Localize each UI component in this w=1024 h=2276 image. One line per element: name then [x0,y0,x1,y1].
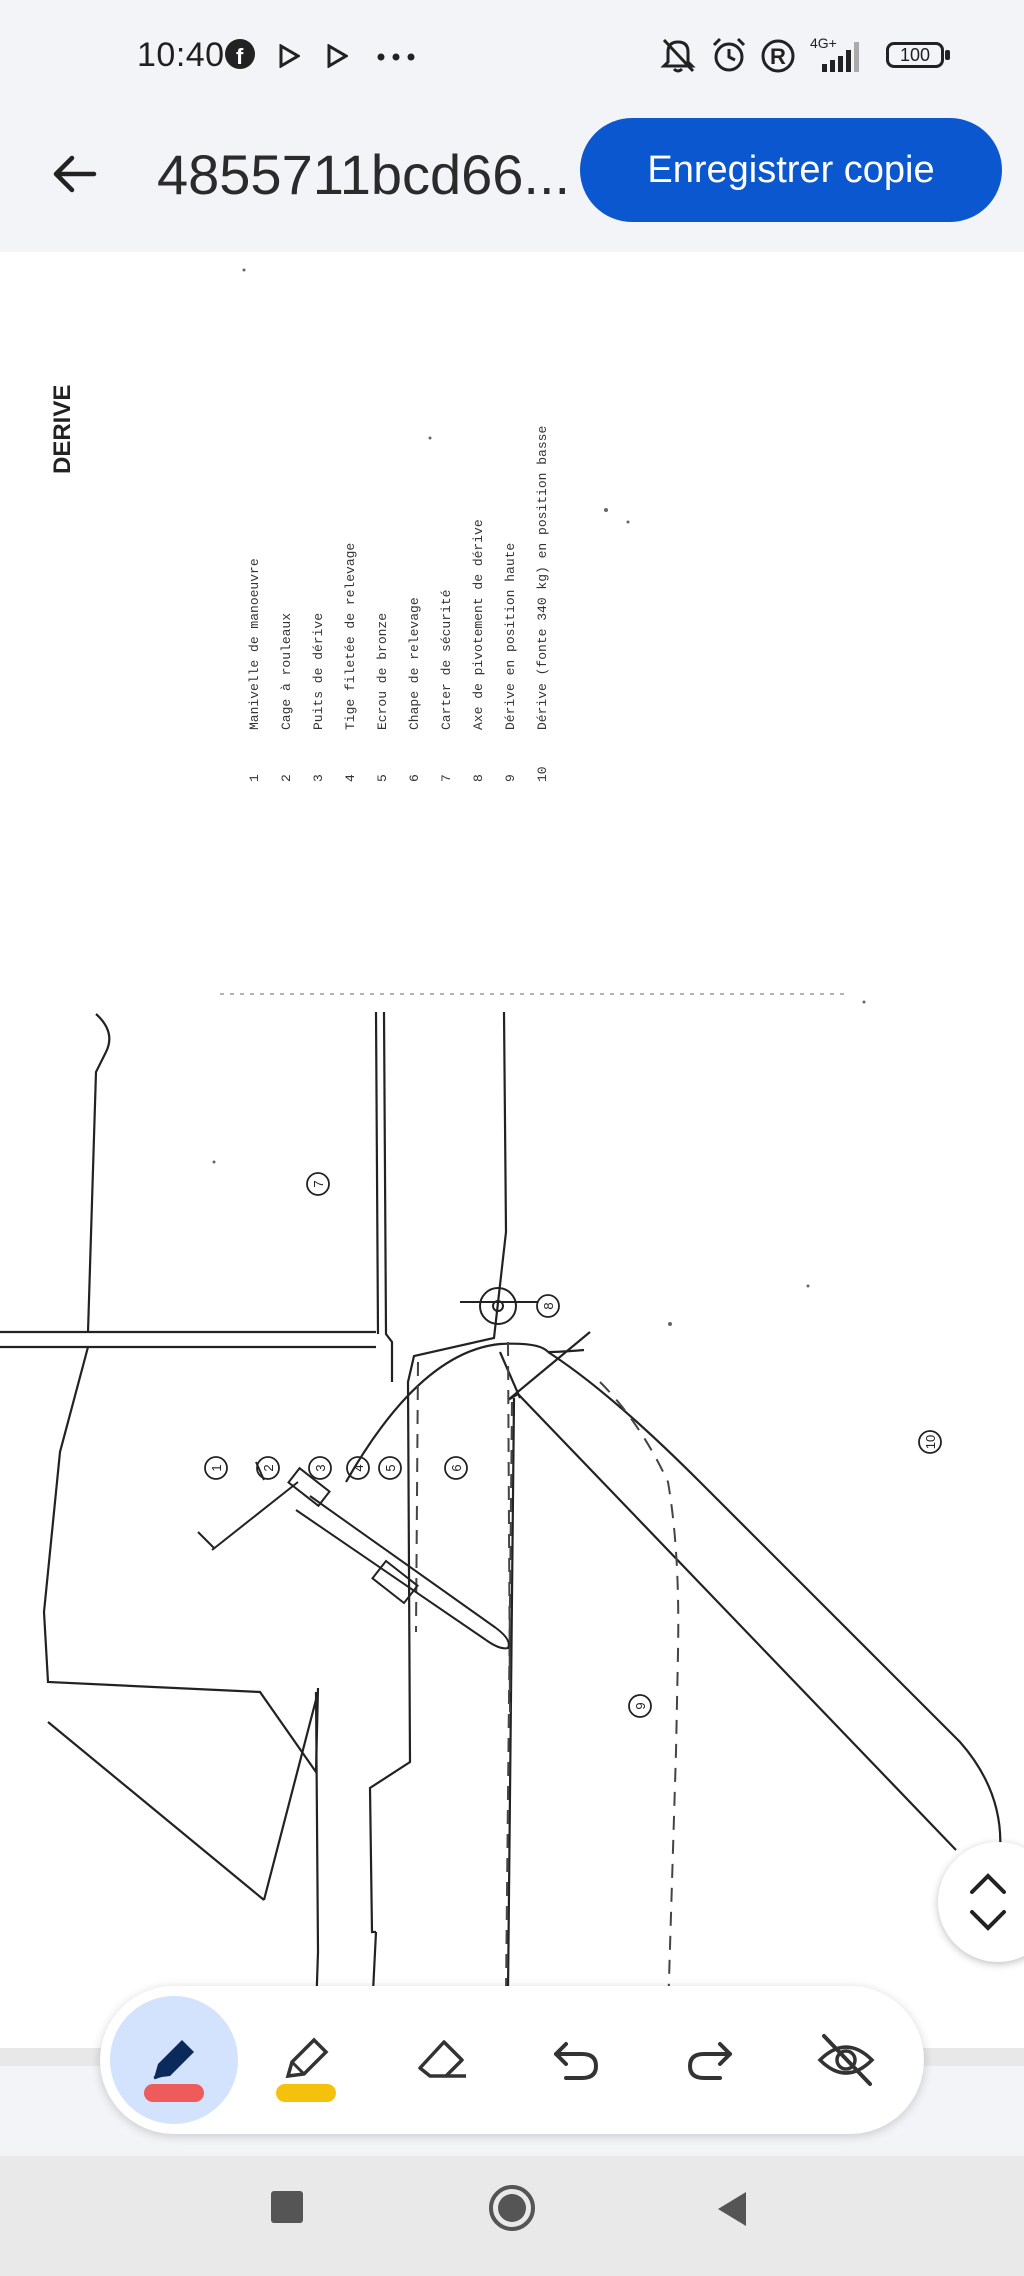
callout-number: 7 [311,1180,326,1187]
highlighter-color-swatch [276,2084,336,2102]
legend-number: 3 [311,774,326,782]
play-icon [327,44,348,68]
pen-tool-button[interactable] [110,1996,238,2124]
callout-circle [628,1694,652,1718]
dashed-lines [415,1341,680,2013]
callout-circle [346,1456,370,1480]
callout-number: 4 [351,1464,366,1471]
app-bar: 4855711bcd66... Enregistrer copie [0,112,1024,252]
callout-circle [918,1430,942,1454]
legend-label: Tige filetée de relevage [343,543,358,730]
legend-number: 1 [247,774,262,782]
callout-circle [308,1456,332,1480]
drawing-heading: DERIVE [49,385,76,474]
callout-number: 2 [261,1464,276,1471]
scan-specks [212,268,866,1326]
legend-label: Cage à rouleaux [279,613,294,730]
svg-text:R: R [770,44,786,69]
legend-number: 7 [439,774,454,782]
legend-number: 9 [503,774,518,782]
legend-label: Carter de sécurité [439,590,454,730]
callout-number: 10 [923,1435,938,1449]
eraser-tool-button[interactable] [378,1996,506,2124]
legend-number: 4 [343,774,358,782]
callout-number: 1 [209,1464,224,1471]
legend-label: Ecrou de bronze [375,613,390,730]
battery-icon: 100 [886,42,944,68]
chevron-up-down-icon [970,1873,1006,1931]
callout-circle [204,1456,228,1480]
pen-icon [153,2040,194,2080]
callout-number: 5 [383,1464,398,1471]
recents-button[interactable] [270,2190,304,2224]
callout-circle [536,1294,560,1318]
legend-number: 6 [407,774,422,782]
page-scroll-button[interactable] [938,1842,1024,1962]
document-title: 4855711bcd66... [157,143,571,206]
annotation-toolbar [100,1986,924,2134]
technical-drawing: DERIVE 1 Manivelle de manoeuvre 2 Cage à ro… [0,268,1004,2013]
battery-tip [945,50,950,60]
system-nav-bar [0,2156,1024,2276]
back-nav-button[interactable] [716,2190,750,2228]
redo-icon [687,2042,732,2080]
legend-label: Axe de pivotement de dérive [471,519,486,730]
callout-circle [306,1172,330,1196]
battery-level: 100 [899,44,931,65]
eraser-icon [418,2040,466,2078]
network-label: 4G+ [810,35,837,51]
legend-number: 8 [471,774,486,782]
legend-number: 5 [375,774,390,782]
callout-number: 6 [449,1464,464,1471]
signal-icon: 4G+ [810,35,859,72]
hull-outline [0,1011,1004,2013]
visibility-off-icon [817,2034,875,2086]
redo-button[interactable] [646,1996,774,2124]
pen-color-swatch [144,2084,204,2102]
legend-label: Manivelle de manoeuvre [247,558,262,730]
hide-annotations-button[interactable] [782,1996,910,2124]
more-icon [377,53,415,61]
document-page: DERIVE 1 Manivelle de manoeuvre 2 Cage à ro… [0,252,1024,2052]
svg-text:f: f [236,44,244,69]
facebook-icon: f [225,39,255,69]
status-bar: 10:40 f R 4G+ 100 [0,0,1024,112]
legend-number: 10 [535,766,550,782]
callout-circle [378,1456,402,1480]
play-icon [279,44,300,68]
callout-circle [444,1456,468,1480]
legend-label: Dérive (fonte 340 kg) en position basse [535,426,550,730]
legend-label: Chape de relevage [407,597,422,730]
legend-label: Dérive en position haute [503,543,518,730]
callout-number: 3 [313,1464,328,1471]
alarm-icon [712,37,746,72]
mute-icon [660,38,696,73]
highlighter-tool-button[interactable] [242,1996,370,2124]
callout-number: 8 [541,1302,556,1309]
home-button[interactable] [488,2184,536,2232]
legend-number: 2 [279,774,294,782]
callouts: 1 2 3 4 5 6 7 8 9 10 [204,1172,942,1718]
arrow-back-icon [53,155,97,193]
lifting-mechanism [197,1287,538,1650]
legend: 1 Manivelle de manoeuvre 2 Cage à rouleaux 3… [247,426,550,782]
callout-circle [256,1456,280,1480]
callout-number: 9 [633,1702,648,1709]
highlighter-icon [285,2037,329,2079]
registered-icon: R [761,39,795,73]
undo-icon [554,2042,599,2080]
legend-label: Puits de dérive [311,613,326,730]
back-button[interactable] [42,142,106,206]
undo-button[interactable] [512,1996,640,2124]
status-time: 10:40 [137,36,225,74]
save-copy-button[interactable]: Enregistrer copie [580,118,1002,222]
